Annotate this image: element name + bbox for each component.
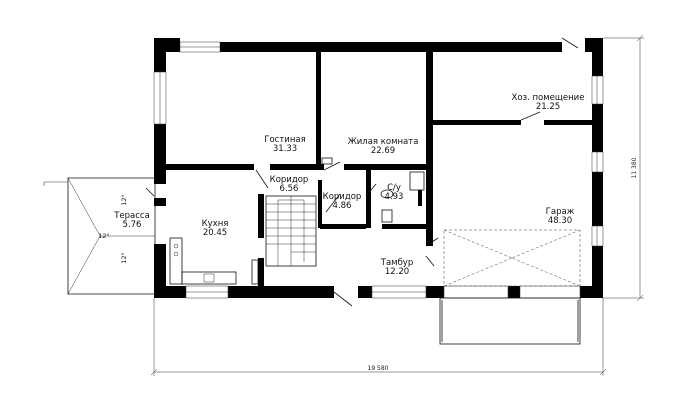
roof-slope-labels: 12° 12° 12°	[98, 194, 128, 264]
doors	[145, 37, 579, 307]
wc-name: С/у	[387, 183, 401, 193]
garage-name: Гараж	[546, 207, 575, 217]
utility-room-area: 21.25	[536, 102, 560, 112]
bathroom-fixtures	[321, 157, 425, 223]
terrace-name: Терасса	[113, 211, 150, 221]
kitchen-name: Кухня	[202, 219, 229, 229]
room-labels: Гостиная 31.33 Жилая комната 22.69 Хоз. …	[113, 93, 584, 277]
corridor-1-area: 6.56	[280, 184, 299, 194]
exterior-walls	[154, 38, 603, 298]
roof-slope-bottom: 12°	[120, 252, 128, 264]
vestibule-name: Тамбур	[380, 258, 413, 268]
overall-height-dimension: 11 380	[631, 157, 638, 178]
staircase	[265, 195, 317, 267]
overall-width-dimension: 19 580	[368, 365, 389, 372]
kitchen-fixtures	[169, 237, 259, 285]
roof-slope-top: 12°	[120, 194, 128, 206]
garage-area: 48.30	[548, 216, 572, 226]
vestibule-area: 12.20	[385, 267, 409, 277]
bedroom-name: Жилая комната	[348, 137, 419, 147]
corridor-2-name: Коридор	[323, 192, 362, 202]
interior-walls	[166, 52, 592, 286]
windows	[153, 41, 604, 299]
garage-carport	[439, 229, 581, 345]
bedroom-area: 22.69	[371, 146, 395, 156]
kitchen-area: 20.45	[203, 228, 227, 238]
living-room-name: Гостиная	[264, 135, 305, 145]
living-room-area: 31.33	[273, 144, 297, 154]
corridor-1-name: Коридор	[270, 175, 309, 185]
corridor-2-area: 4.86	[333, 201, 352, 211]
dimension-lines	[150, 34, 644, 376]
roof-slope-left: 12°	[98, 232, 110, 240]
terrace-area: 5.76	[123, 220, 142, 230]
utility-room-name: Хоз. помещение	[512, 93, 585, 103]
wc-area: 4.93	[385, 192, 404, 202]
